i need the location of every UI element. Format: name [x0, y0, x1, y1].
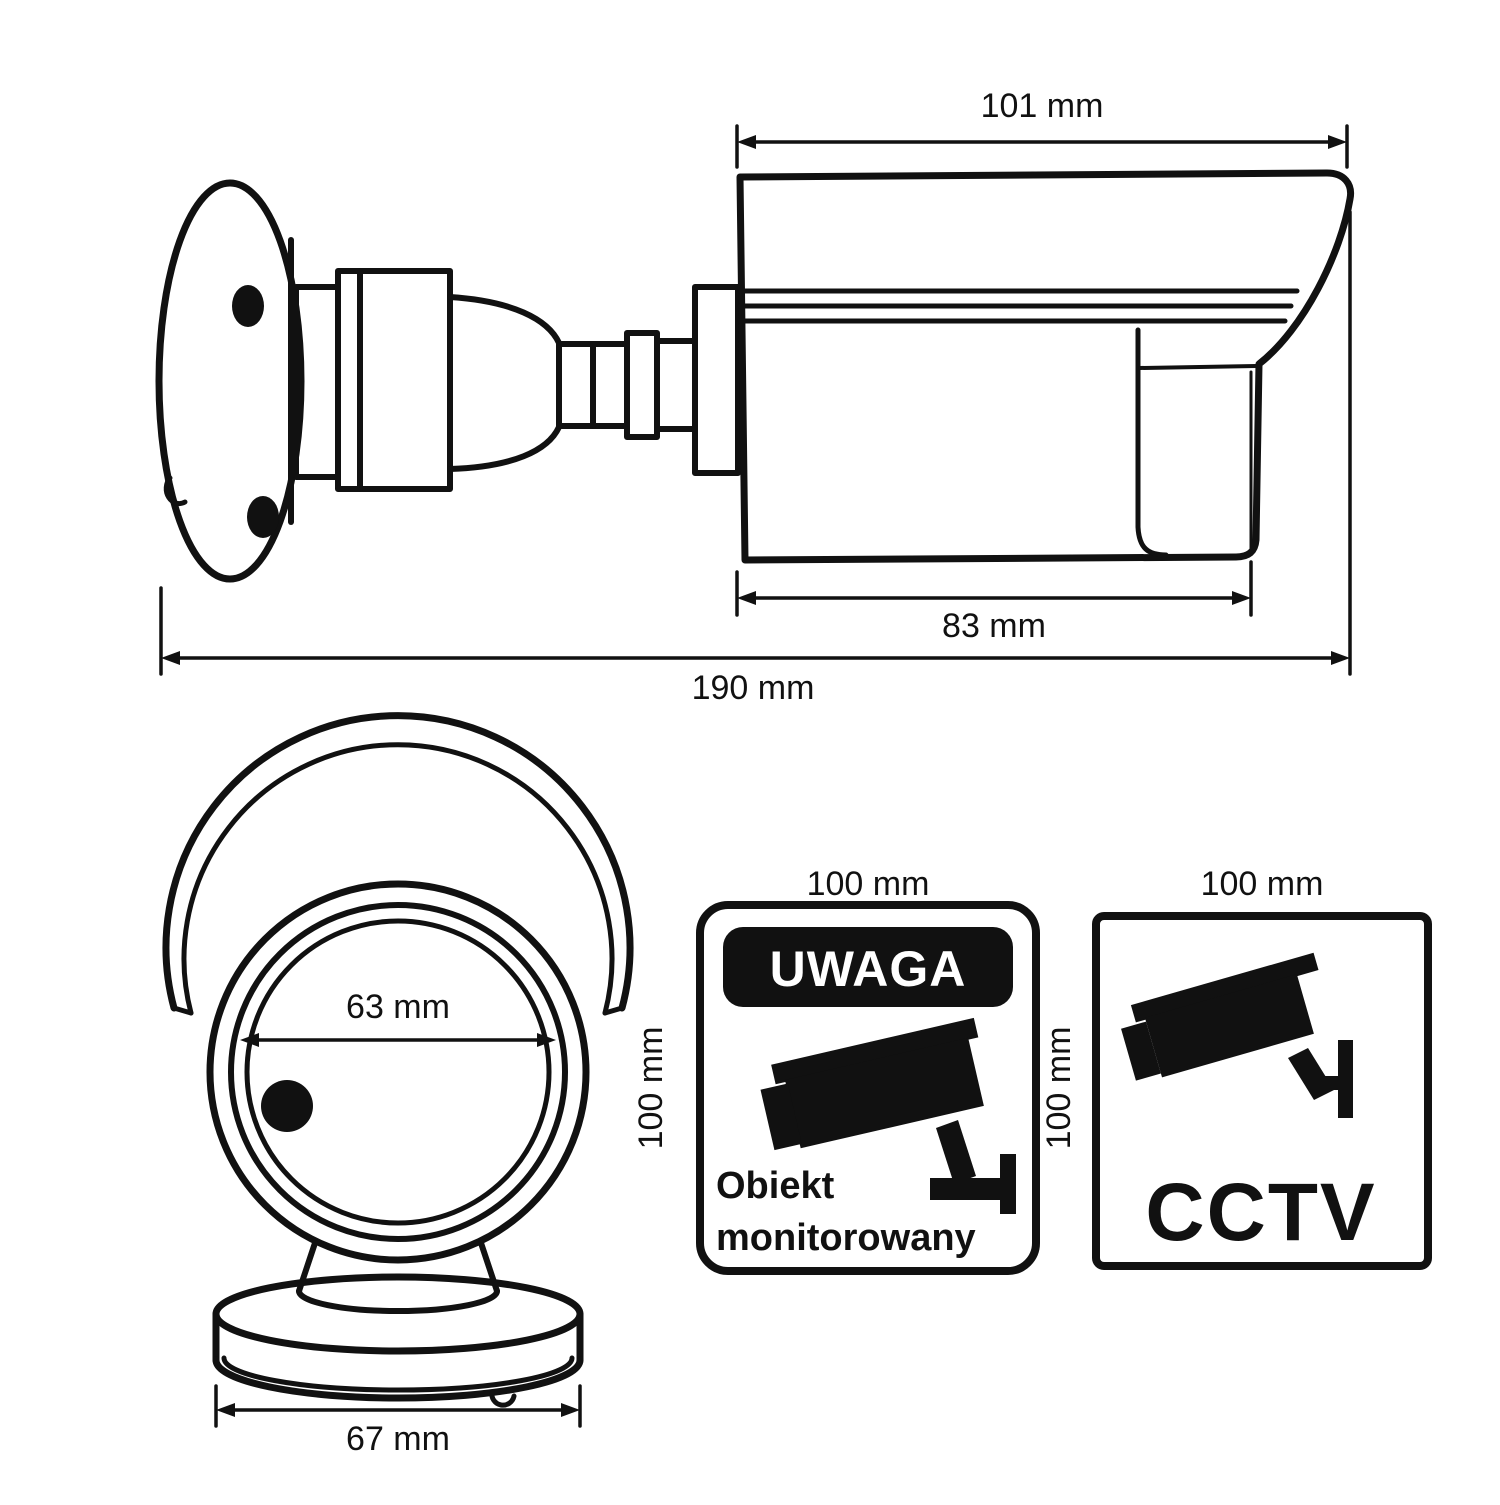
arrow-190-left: [161, 651, 180, 665]
bracket-drum: [335, 268, 453, 492]
front-shield-outer-arc: [162, 712, 634, 1012]
arrow-101-right: [1328, 135, 1347, 149]
lens-hood-step: [1135, 327, 1169, 558]
dim-label-101: 101 mm: [981, 87, 1104, 125]
bracket-spacer: [654, 338, 698, 432]
base-bottom-rim: [221, 1355, 575, 1393]
dim-label-190: 190 mm: [692, 669, 815, 707]
uwaga-header-text: UWAGA: [770, 941, 967, 997]
base-notch: [489, 1389, 517, 1408]
front-led-dot: [261, 1080, 313, 1132]
cctv-height-label: 100 mm: [1040, 1027, 1078, 1150]
side-view-dimensions: [159, 124, 1352, 676]
arrow-63-right: [537, 1033, 556, 1047]
sticker-cctv: CCTV: [1092, 912, 1432, 1270]
bracket-nut: [624, 330, 660, 440]
uwaga-caption-line1: Obiekt: [716, 1165, 835, 1207]
dim-label-63: 63 mm: [346, 988, 450, 1026]
front-body-circle: [206, 880, 590, 1264]
arrow-67-left: [216, 1403, 235, 1417]
front-shield-inner-arc: [181, 742, 615, 1016]
cctv-caption-text: CCTV: [1145, 1167, 1376, 1258]
camera-rear-collar: [692, 284, 741, 476]
screw-hole-top: [232, 285, 264, 327]
arrow-190-right: [1331, 651, 1350, 665]
arrow-67-right: [561, 1403, 580, 1417]
front-lens-rim-inner: [244, 918, 552, 1226]
bracket-bell: [447, 294, 562, 472]
uwaga-height-label: 100 mm: [632, 1027, 670, 1150]
uwaga-caption-line2: monitorowany: [716, 1217, 976, 1259]
dim-label-67: 67 mm: [346, 1420, 450, 1458]
front-shield-cap-left: [171, 1005, 194, 1016]
front-view-dimensions: [214, 1033, 582, 1428]
arrow-83-right: [1232, 591, 1251, 605]
uwaga-camera-icon: [760, 1017, 1016, 1214]
uwaga-header-banner: [723, 927, 1013, 1007]
sticker-uwaga: UWAGA Obiekt monitorowany: [696, 901, 1040, 1275]
camera-body-outline: [736, 169, 1355, 564]
hood-top-edge: [1138, 364, 1258, 370]
screw-hole-bottom: [247, 496, 279, 538]
plate-notch: [163, 475, 188, 507]
arrow-83-left: [737, 591, 756, 605]
uwaga-width-label: 100 mm: [807, 865, 930, 903]
front-shield-cap-right: [602, 1005, 625, 1016]
neck-bottom-ellipse: [296, 1288, 500, 1314]
cctv-width-label: 100 mm: [1201, 865, 1324, 903]
dim-label-83: 83 mm: [942, 607, 1046, 645]
camera-side-view: [155, 169, 1355, 583]
front-lens-rim-outer: [228, 902, 568, 1242]
base-bottom-arc: [212, 1356, 584, 1402]
arrow-101-left: [737, 135, 756, 149]
camera-front-view: [162, 712, 634, 1408]
wall-plate-outline: [155, 179, 305, 583]
cctv-camera-icon: [1121, 952, 1353, 1118]
arrow-63-left: [240, 1033, 259, 1047]
